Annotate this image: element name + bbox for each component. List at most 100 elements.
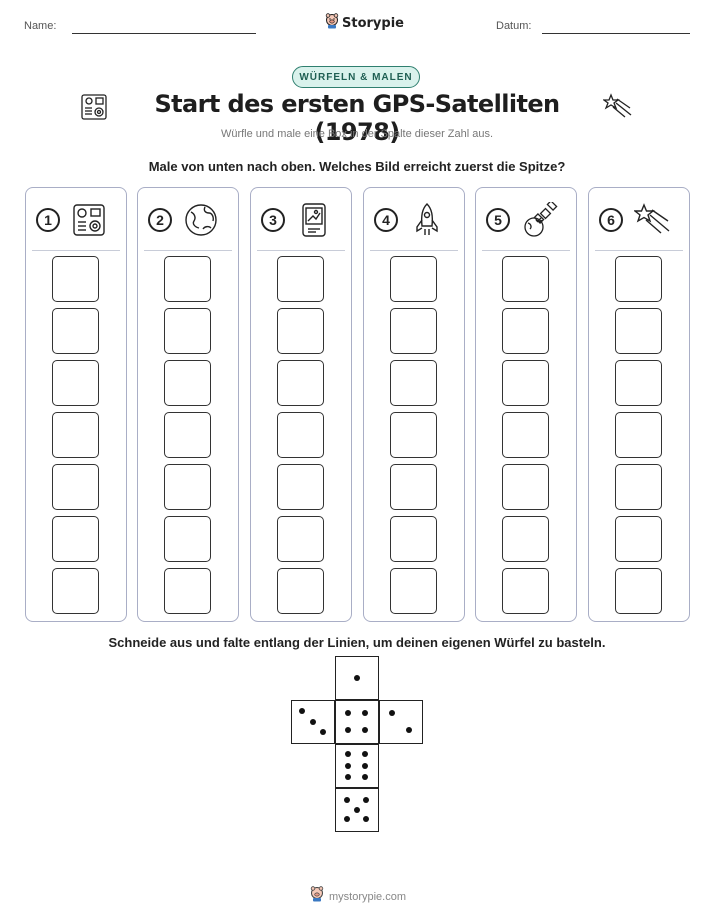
die-pip [389, 710, 396, 717]
die-pip [362, 815, 369, 822]
die-pip [361, 773, 368, 780]
color-box[interactable] [390, 308, 437, 354]
dice-column-5: 5 [475, 187, 577, 622]
page-title: Start des ersten GPS-Satelliten (1978) [154, 90, 561, 146]
color-box[interactable] [615, 412, 662, 458]
cut-instruction: Schneide aus und falte entlang der Linie… [108, 635, 606, 650]
brand-name: Storypie [342, 16, 404, 31]
color-box[interactable] [277, 516, 324, 562]
die-pip [361, 762, 368, 769]
name-label: Name: [24, 20, 57, 32]
color-box[interactable] [390, 464, 437, 510]
pig-mascot-icon [325, 13, 339, 34]
color-box[interactable] [164, 308, 211, 354]
column-number: 3 [261, 208, 285, 232]
column-header: 3 [251, 188, 351, 250]
die-pip [353, 674, 360, 681]
color-box[interactable] [615, 256, 662, 302]
date-line[interactable] [542, 33, 690, 34]
name-line[interactable] [72, 33, 256, 34]
color-box[interactable] [52, 568, 99, 614]
die-pip [405, 726, 412, 733]
die-pip [319, 728, 326, 735]
color-box[interactable] [502, 568, 549, 614]
dice-column-6: 6 [588, 187, 690, 622]
color-box[interactable] [52, 464, 99, 510]
subtitle: Würfle und male eine Box in der Spalte d… [220, 128, 494, 140]
die-pip [345, 751, 352, 758]
color-box[interactable] [52, 412, 99, 458]
die-pip [345, 710, 352, 717]
color-box[interactable] [52, 516, 99, 562]
color-box[interactable] [164, 464, 211, 510]
column-divider [595, 250, 683, 251]
color-box[interactable] [390, 256, 437, 302]
dice-column-1: 1 [25, 187, 127, 622]
date-label: Datum: [496, 20, 532, 32]
dice-column-4: 4 [363, 187, 465, 622]
control-panel-icon [80, 93, 108, 126]
die-pip [362, 797, 369, 804]
color-box[interactable] [502, 360, 549, 406]
color-box[interactable] [164, 360, 211, 406]
color-box[interactable] [52, 256, 99, 302]
die-face-2 [379, 700, 423, 744]
column-number: 5 [486, 208, 510, 232]
color-box[interactable] [615, 568, 662, 614]
shooting-star-icon [633, 202, 672, 241]
satellite-icon [521, 199, 559, 243]
color-box[interactable] [52, 360, 99, 406]
column-number: 4 [374, 208, 398, 232]
column-header: 4 [364, 188, 464, 250]
color-box[interactable] [390, 568, 437, 614]
die-pip [345, 773, 352, 780]
die-face-6 [335, 744, 379, 788]
column-header: 1 [26, 188, 126, 250]
color-box[interactable] [277, 412, 324, 458]
pig-mascot-icon [310, 886, 324, 907]
column-divider [370, 250, 458, 251]
color-box[interactable] [164, 568, 211, 614]
color-box[interactable] [615, 360, 662, 406]
column-header: 6 [589, 188, 689, 250]
color-box[interactable] [502, 516, 549, 562]
die-pip [309, 718, 316, 725]
color-box[interactable] [390, 360, 437, 406]
color-box[interactable] [277, 308, 324, 354]
footer: mystorypie.com [310, 886, 406, 907]
color-box[interactable] [390, 412, 437, 458]
color-box[interactable] [390, 516, 437, 562]
column-number: 1 [36, 208, 60, 232]
color-box[interactable] [502, 308, 549, 354]
color-box[interactable] [502, 256, 549, 302]
color-box[interactable] [277, 568, 324, 614]
die-pip [344, 797, 351, 804]
color-box[interactable] [615, 516, 662, 562]
color-box[interactable] [164, 412, 211, 458]
color-box[interactable] [615, 308, 662, 354]
die-pip [345, 762, 352, 769]
color-box[interactable] [164, 516, 211, 562]
color-box[interactable] [277, 464, 324, 510]
color-box[interactable] [502, 464, 549, 510]
column-divider [32, 250, 120, 251]
die-pip [345, 726, 352, 733]
color-box[interactable] [615, 464, 662, 510]
color-box[interactable] [52, 308, 99, 354]
column-divider [144, 250, 232, 251]
color-box[interactable] [277, 360, 324, 406]
dice-column-3: 3 [250, 187, 352, 622]
control-panel-icon [71, 202, 107, 243]
column-number: 6 [599, 208, 623, 232]
color-box[interactable] [277, 256, 324, 302]
die-pip [344, 815, 351, 822]
column-divider [257, 250, 345, 251]
die-pip [361, 710, 368, 717]
column-header: 5 [476, 188, 576, 250]
footer-url[interactable]: mystorypie.com [329, 890, 407, 903]
die-pip [361, 751, 368, 758]
gps-device-icon [296, 202, 332, 243]
globe-icon [183, 202, 219, 243]
color-box[interactable] [502, 412, 549, 458]
color-box[interactable] [164, 256, 211, 302]
